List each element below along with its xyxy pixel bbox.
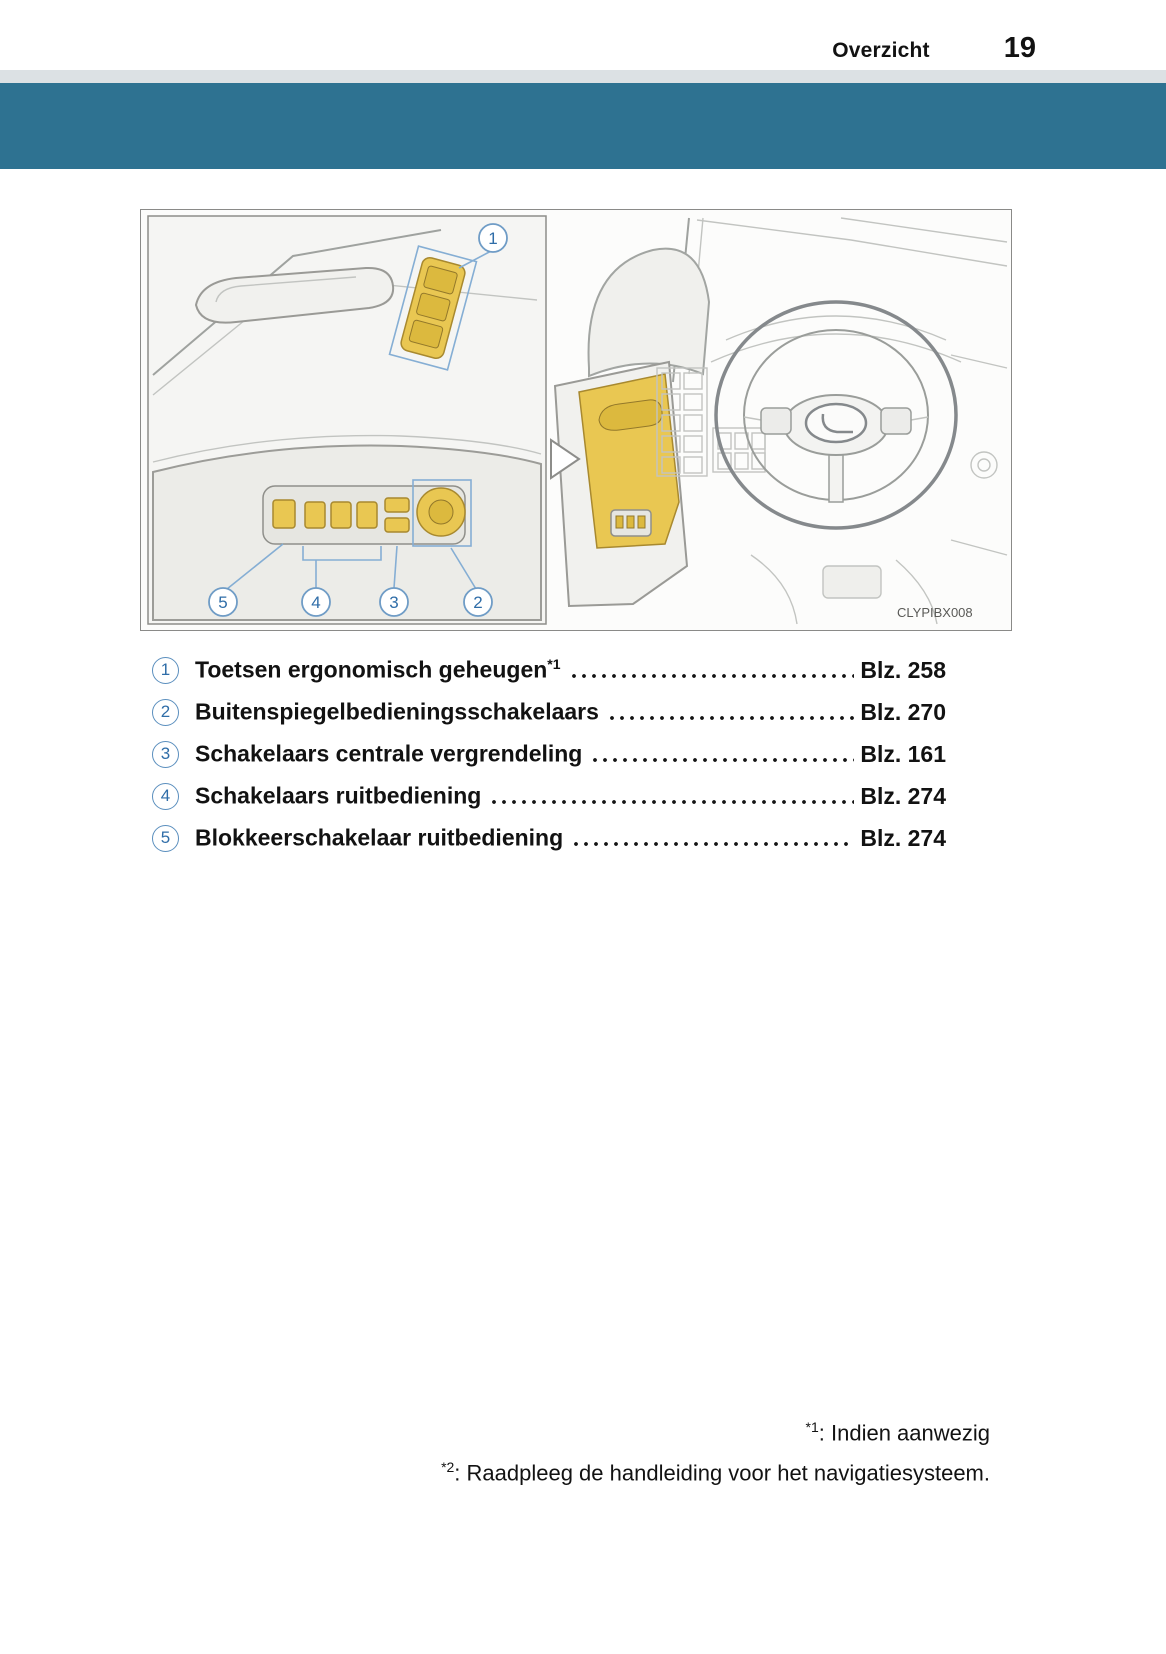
legend-label-1: Toetsen ergonomisch geheugen*1 bbox=[195, 656, 561, 684]
footnote-2-text: : Raadpleeg de handleiding voor het navi… bbox=[454, 1460, 990, 1485]
page-reference-5: Blz. 274 bbox=[860, 824, 946, 851]
dotted-leader bbox=[568, 673, 855, 679]
footnote-2: *2: Raadpleeg de handleiding voor het na… bbox=[441, 1459, 990, 1486]
figure-callout-2-number: 2 bbox=[473, 593, 482, 612]
window-switch bbox=[356, 501, 378, 529]
legend-number-3: 3 bbox=[152, 740, 179, 768]
dotted-leader bbox=[489, 799, 855, 805]
footnote-1-marker: *1 bbox=[805, 1419, 819, 1436]
footnote-ref-1: *1 bbox=[547, 656, 561, 673]
dash-vents bbox=[656, 367, 766, 477]
legend-label-5-text: Blokkeerschakelaar ruitbediening bbox=[195, 824, 564, 851]
section-title: Overzicht bbox=[832, 39, 930, 62]
legend-list: 1 Toetsen ergonomisch geheugen*1 Blz. 25… bbox=[152, 649, 946, 859]
dotted-leader bbox=[571, 841, 855, 847]
figure-callout-1: 1 bbox=[478, 223, 508, 253]
page-reference-3: Blz. 161 bbox=[860, 740, 946, 767]
legend-item-4: 4 Schakelaars ruitbediening Blz. 274 bbox=[152, 775, 946, 817]
window-switch bbox=[330, 501, 352, 529]
page-reference-2: Blz. 270 bbox=[860, 698, 946, 725]
central-lock-switch bbox=[384, 497, 410, 513]
figure-caption-code: CLYPIBX008 bbox=[897, 605, 973, 620]
legend-item-1: 1 Toetsen ergonomisch geheugen*1 Blz. 25… bbox=[152, 649, 946, 691]
legend-label-4-text: Schakelaars ruitbediening bbox=[195, 782, 482, 809]
page-header: Overzicht 19 bbox=[0, 0, 1166, 70]
footnote-1-text: : Indien aanwezig bbox=[818, 1420, 990, 1446]
figure-callout-3-number: 3 bbox=[389, 593, 398, 612]
figure-callout-4-number: 4 bbox=[311, 593, 320, 612]
steering-wheel bbox=[714, 300, 958, 530]
figure-callout-5: 5 bbox=[208, 587, 238, 617]
figure-callout-5-number: 5 bbox=[218, 593, 227, 612]
legend-label-2: Buitenspiegelbedieningsschakelaars bbox=[195, 698, 599, 726]
page-reference-4: Blz. 274 bbox=[860, 782, 946, 809]
page-reference-1: Blz. 258 bbox=[860, 656, 946, 683]
memory-buttons-panel bbox=[388, 245, 478, 371]
legend-item-3: 3 Schakelaars centrale vergrendeling Blz… bbox=[152, 733, 946, 775]
chapter-color-band bbox=[0, 83, 1166, 169]
legend-number-2: 2 bbox=[152, 698, 179, 726]
legend-label-4: Schakelaars ruitbediening bbox=[195, 782, 481, 810]
figure-callout-1-number: 1 bbox=[488, 229, 497, 248]
cabin-view bbox=[550, 217, 1008, 625]
legend-label-5: Blokkeerschakelaar ruitbediening bbox=[195, 824, 563, 852]
legend-label-3: Schakelaars centrale vergrendeling bbox=[195, 740, 582, 768]
door-inset bbox=[147, 215, 547, 625]
legend-number-1: 1 bbox=[152, 656, 179, 684]
footnote-1: *1: Indien aanwezig bbox=[441, 1419, 990, 1446]
legend-number-4: 4 bbox=[152, 782, 179, 810]
footnotes-block: *1: Indien aanwezig *2: Raadpleeg de han… bbox=[441, 1407, 990, 1486]
legend-item-2: 2 Buitenspiegelbedieningsschakelaars Blz… bbox=[152, 691, 946, 733]
dotted-leader bbox=[590, 757, 855, 763]
window-switch-panel bbox=[262, 479, 472, 547]
legend-label-2-text: Buitenspiegelbedieningsschakelaars bbox=[195, 698, 599, 725]
legend-item-5: 5 Blokkeerschakelaar ruitbediening Blz. … bbox=[152, 817, 946, 859]
window-lock-switch bbox=[272, 499, 296, 529]
dotted-leader bbox=[606, 715, 855, 721]
page-number: 19 bbox=[1003, 32, 1036, 64]
zoom-arrow-icon bbox=[550, 438, 581, 480]
legend-label-3-text: Schakelaars centrale vergrendeling bbox=[195, 740, 583, 767]
figure-callout-3: 3 bbox=[379, 587, 409, 617]
figure-callout-4: 4 bbox=[301, 587, 331, 617]
figure-callout-2: 2 bbox=[463, 587, 493, 617]
figure-door-controls: 1 5 4 3 2 CLYPIBX008 bbox=[140, 209, 1012, 631]
driver-door bbox=[553, 360, 689, 608]
divider-band-gray bbox=[0, 70, 1166, 83]
lexus-logo bbox=[804, 402, 868, 444]
driver-seat bbox=[587, 247, 711, 378]
car-interior-illustration: 1 5 4 3 2 CLYPIBX008 bbox=[147, 215, 1008, 625]
footnote-2-marker: *2 bbox=[441, 1458, 455, 1475]
legend-label-1-text: Toetsen ergonomisch geheugen bbox=[195, 656, 548, 683]
window-switch bbox=[304, 501, 326, 529]
legend-number-5: 5 bbox=[152, 824, 179, 852]
central-lock-switch bbox=[384, 517, 410, 533]
